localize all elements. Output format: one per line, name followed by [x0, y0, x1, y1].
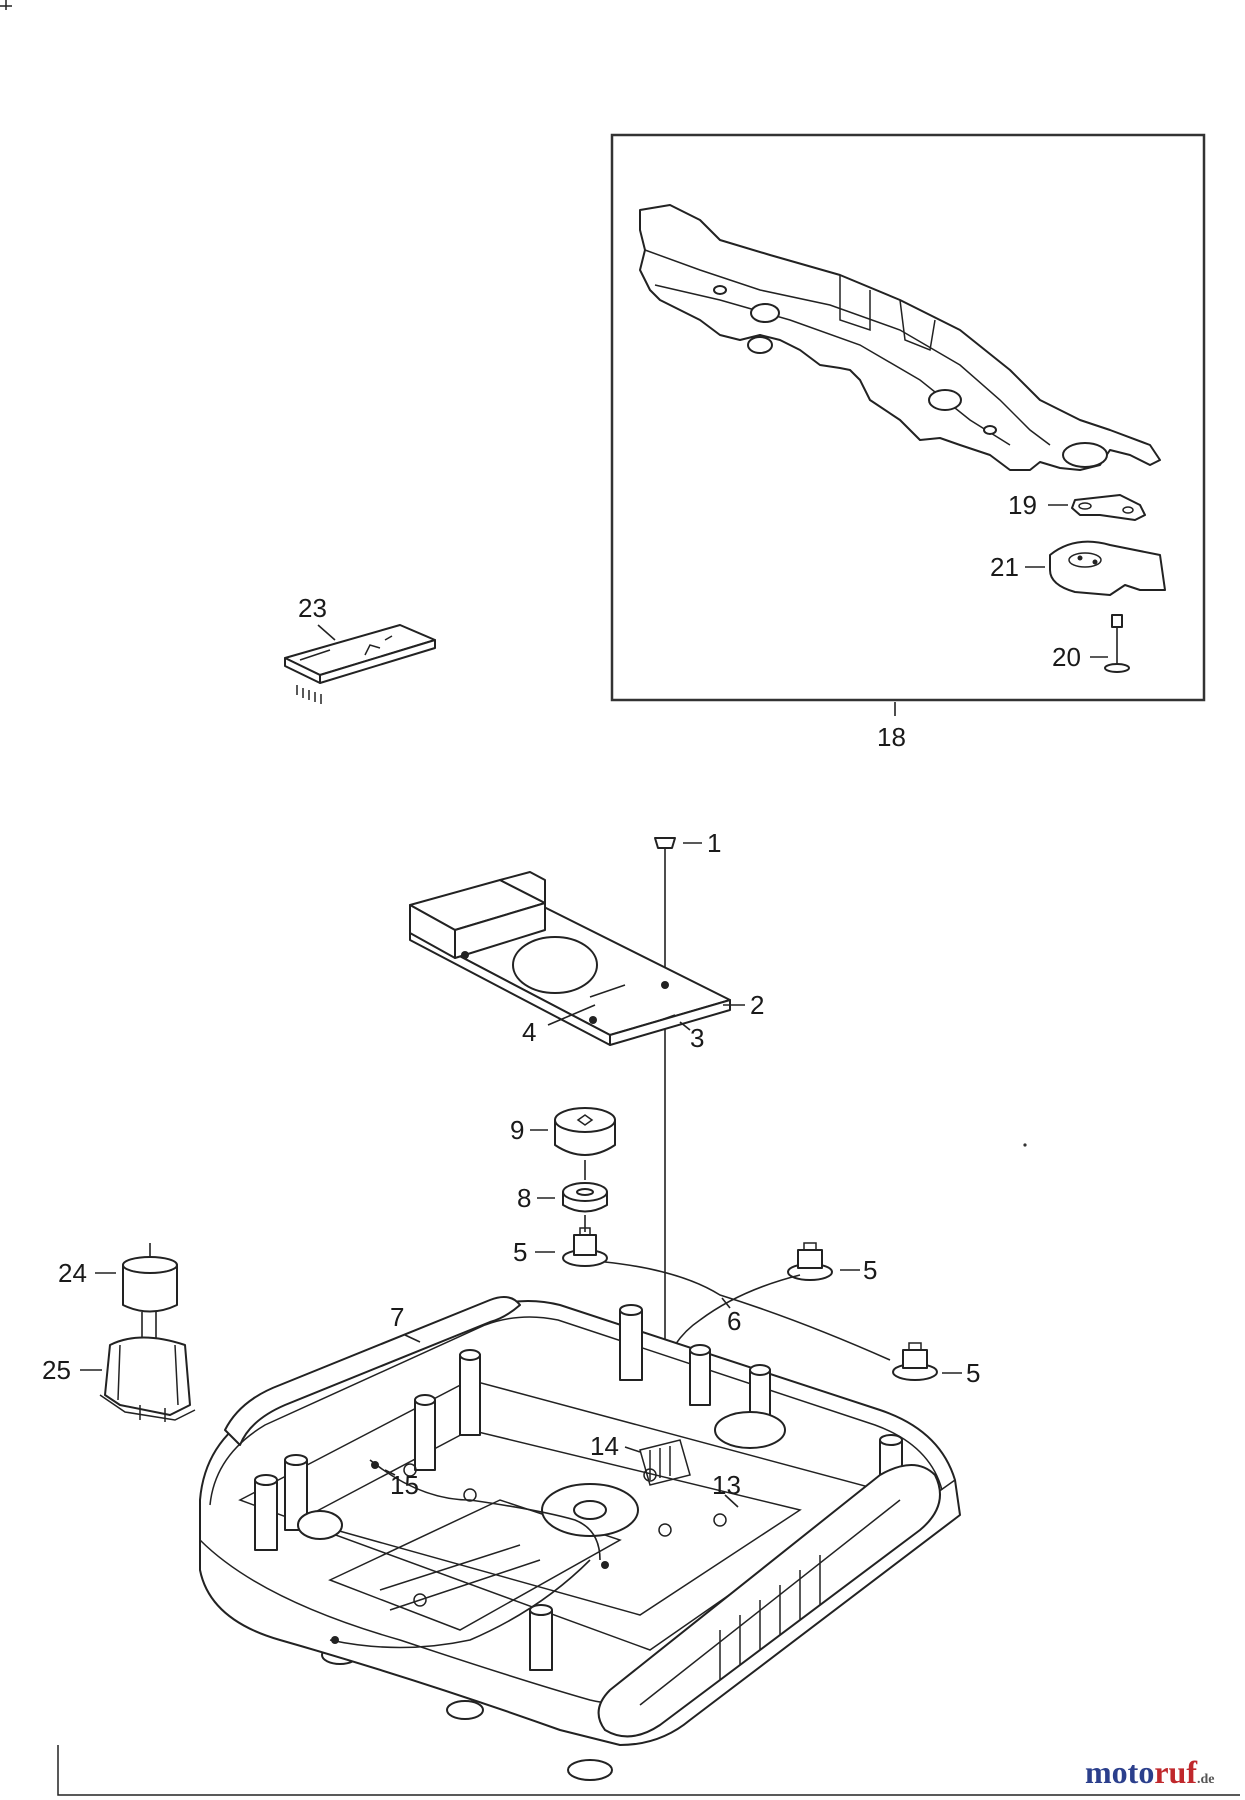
label-14: 14 [590, 1431, 619, 1461]
label-7: 7 [390, 1302, 404, 1332]
label-5-left: 5 [513, 1237, 527, 1267]
part-8-ring [562, 1182, 608, 1213]
label-5-right: 5 [966, 1358, 980, 1388]
label-3: 3 [690, 1023, 704, 1053]
label-6: 6 [727, 1306, 741, 1336]
label-9: 9 [510, 1115, 524, 1145]
stray-mark [1023, 1143, 1027, 1147]
label-2: 2 [750, 990, 764, 1020]
label-21: 21 [990, 552, 1019, 582]
label-15: 15 [390, 1470, 419, 1500]
svg-text:motoruf.de: motoruf.de [1085, 1754, 1214, 1790]
label-20: 20 [1052, 642, 1081, 672]
part-20-pin [1104, 614, 1130, 673]
label-23: 23 [298, 593, 327, 623]
label-24: 24 [58, 1258, 87, 1288]
part-5-clip-left [562, 1227, 608, 1267]
part-2-pcb-plate [409, 871, 731, 1046]
part-7-chassis-housing [199, 1295, 961, 1781]
part-5-clip-mid [787, 1242, 833, 1281]
watermark-suffix: .de [1197, 1772, 1215, 1787]
label-19: 19 [1008, 490, 1037, 520]
part-24-capacitor [122, 1243, 178, 1345]
label-8: 8 [517, 1183, 531, 1213]
part-23-circuit-module [284, 624, 436, 704]
label-5-mid: 5 [863, 1255, 877, 1285]
label-1: 1 [707, 828, 721, 858]
inset-frame [610, 133, 1206, 702]
part-5-clip-right [892, 1342, 938, 1381]
part-6-cable [604, 1261, 891, 1361]
label-18: 18 [877, 722, 906, 752]
part-25-holder [99, 1336, 196, 1422]
part-9-cap [554, 1107, 616, 1156]
watermark-logo: motoruf.de [1085, 1754, 1214, 1790]
deck-bracket-part [639, 204, 1161, 471]
label-25: 25 [42, 1355, 71, 1385]
label-4: 4 [522, 1017, 536, 1047]
label-13: 13 [712, 1470, 741, 1500]
watermark-part1: moto [1085, 1754, 1154, 1790]
part-1-screw [654, 837, 676, 875]
corner-mark [0, 0, 12, 10]
part-19-latch [1071, 494, 1146, 521]
watermark-part2: ruf [1154, 1754, 1197, 1790]
page-border [57, 1745, 1240, 1796]
part-21-cam [1049, 540, 1166, 596]
